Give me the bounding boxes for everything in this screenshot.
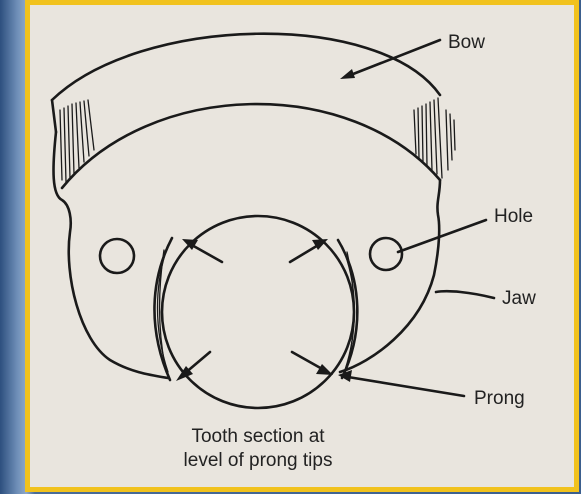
hole-label: Hole [494, 206, 533, 227]
arrow-lower-left [176, 352, 210, 381]
jaw-leader [436, 291, 494, 298]
bow-left-hatching [60, 100, 94, 182]
bow-inner-edge [62, 104, 440, 188]
caption-line-1: Tooth section at [191, 426, 325, 447]
right-prong [338, 240, 357, 378]
bow-label: Bow [448, 32, 485, 53]
caption-line-2: level of prong tips [184, 450, 333, 471]
jaw-label: Jaw [502, 288, 536, 309]
bow-right-hatching [414, 98, 455, 178]
hole-leader [398, 220, 486, 252]
prong-label: Prong [474, 388, 525, 409]
arrow-upper-left [182, 239, 222, 262]
bow-top-edge-left [52, 100, 56, 132]
bow-outer-edge [52, 34, 440, 100]
arrow-lower-right [292, 352, 333, 375]
left-hole [100, 239, 134, 273]
right-hole [370, 238, 402, 270]
arrow-upper-right [290, 239, 328, 262]
jaw-outline [54, 132, 440, 378]
prong-leader [338, 370, 464, 396]
